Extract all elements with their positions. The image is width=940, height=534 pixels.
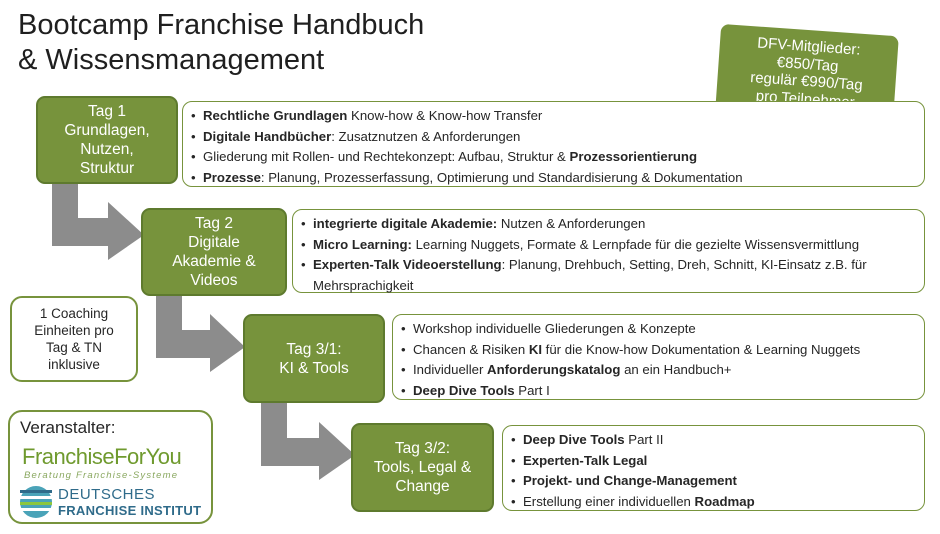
day-label: Tools, Legal & (373, 459, 472, 476)
day-3-1-box: Tag 3/1: KI & Tools (243, 314, 385, 403)
topic-item: Deep Dive Tools Part II (511, 430, 916, 451)
day-label: Tag 1 (88, 103, 126, 120)
arrow-icon (156, 292, 245, 372)
day-label: Grundlagen, (64, 122, 150, 139)
topic-item: Rechtliche Grundlagen Know-how & Know-ho… (191, 106, 916, 127)
franchiseforyou-tagline: Beratung Franchise-Systeme (24, 470, 179, 481)
day-label: Akademie & (172, 253, 256, 270)
topic-item: Projekt- und Change-Management (511, 471, 916, 492)
coaching-line: inklusive (48, 357, 100, 372)
day-label: Struktur (79, 160, 135, 177)
topic-item: Erstellung einer individuellen Roadmap (511, 492, 916, 513)
organizer-box: Veranstalter: FranchiseForYou Beratung F… (8, 410, 213, 524)
topic-item: Experten-Talk Legal (511, 451, 916, 472)
topic-item: Experten-Talk Videoerstellung: Planung, … (301, 255, 916, 296)
day-2-box: Tag 2 Digitale Akademie & Videos (141, 208, 287, 296)
topic-item: Individueller Anforderungskatalog an ein… (401, 360, 916, 381)
topic-item: Prozesse: Planung, Prozesserfassung, Opt… (191, 168, 916, 189)
day-1-box: Tag 1 Grundlagen, Nutzen, Struktur (36, 96, 178, 184)
day-3-2-topics: Deep Dive Tools Part II Experten-Talk Le… (502, 425, 925, 513)
topic-item: Digitale Handbücher: Zusatznutzen & Anfo… (191, 127, 916, 148)
day-label: Digitale (188, 234, 240, 251)
day-1-topics: Rechtliche Grundlagen Know-how & Know-ho… (182, 101, 925, 189)
organizer-label: Veranstalter: (20, 418, 116, 437)
day-label: Tag 2 (195, 215, 233, 232)
topic-item: Micro Learning: Learning Nuggets, Format… (301, 235, 916, 256)
dfi-name-line-1: DEUTSCHES (58, 486, 156, 503)
day-label: KI & Tools (279, 359, 349, 377)
dfi-emblem-icon (20, 486, 52, 518)
coaching-line: 1 Coaching (39, 306, 109, 321)
topic-item: Chancen & Risiken KI für die Know-how Do… (401, 340, 916, 361)
coaching-line: Tag & TN (45, 340, 103, 355)
title-line-1: Bootcamp Franchise Handbuch (18, 9, 425, 41)
day-label: Videos (190, 272, 238, 289)
day-label: Change (395, 478, 450, 495)
dfi-name-line-2: FRANCHISE INSTITUT (58, 503, 202, 518)
topic-item: Deep Dive Tools Part I (401, 381, 916, 402)
topic-item: Workshop individuelle Gliederungen & Kon… (401, 319, 916, 340)
day-3-1-topics: Workshop individuelle Gliederungen & Kon… (392, 314, 925, 402)
day-label: Tag 3/1: (286, 340, 342, 358)
day-label: Nutzen, (80, 141, 134, 158)
day-3-2-box: Tag 3/2: Tools, Legal & Change (351, 423, 494, 512)
title-line-2: & Wissensmanagement (18, 44, 325, 76)
topic-item: Gliederung mit Rollen- und Rechtekonzept… (191, 147, 916, 168)
arrow-icon (52, 180, 144, 260)
day-label: Tag 3/2: (394, 440, 451, 457)
coaching-note: 1 Coaching Einheiten pro Tag & TN inklus… (10, 296, 138, 382)
day-2-topics: integrierte digitale Akademie: Nutzen & … (292, 209, 925, 293)
franchiseforyou-logo: FranchiseForYou (22, 444, 182, 469)
topic-item: integrierte digitale Akademie: Nutzen & … (301, 214, 916, 235)
arrow-icon (261, 400, 355, 480)
page-title: Bootcamp Franchise Handbuch & Wissensman… (18, 8, 424, 78)
coaching-line: Einheiten pro (34, 323, 114, 338)
